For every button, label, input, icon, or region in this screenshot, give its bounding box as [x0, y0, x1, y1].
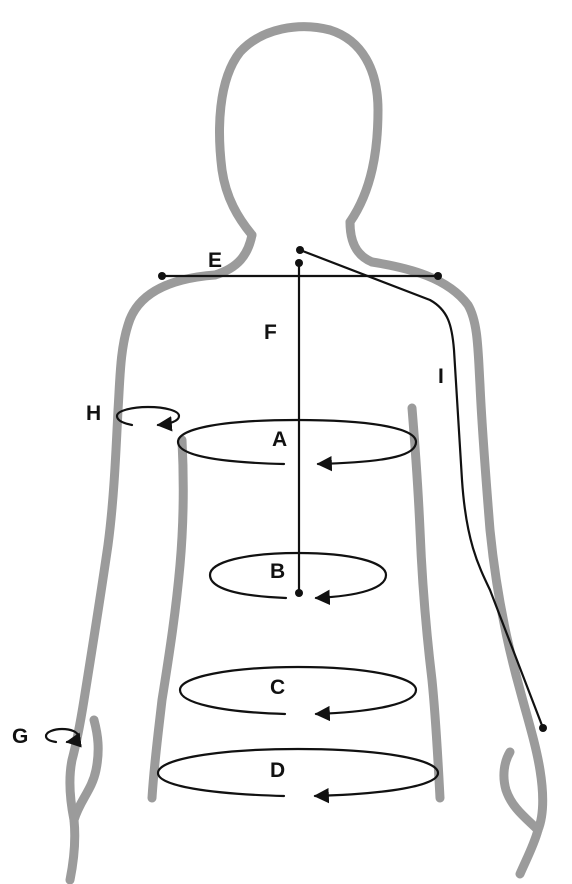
right-hand-outline [504, 752, 538, 830]
label-f: F [264, 321, 277, 344]
label-a: A [272, 428, 287, 451]
right-inner-arm [412, 408, 440, 798]
label-b: B [270, 560, 285, 583]
upper-arm-loop [117, 407, 179, 425]
chest-loop [178, 420, 416, 464]
wrist-measure: G [12, 725, 78, 748]
label-c: C [270, 676, 285, 699]
label-g: G [12, 725, 28, 748]
head-outline [220, 27, 378, 235]
left-inner-arm [152, 440, 183, 798]
shoulder-left-point [158, 272, 166, 280]
upper-arm-measure: H [86, 402, 179, 425]
upper-hip-measure: C [180, 667, 416, 714]
back-length-bottom-point [295, 589, 303, 597]
arm-length-start-point [296, 246, 304, 254]
right-side-outline [372, 262, 543, 874]
label-d: D [270, 759, 285, 782]
body-silhouette [70, 27, 543, 880]
label-i: I [438, 365, 444, 388]
arm-length-end-point [539, 724, 547, 732]
lower-hip-measure: D [158, 749, 438, 796]
back-length-top-point [295, 259, 303, 267]
label-h: H [86, 402, 101, 425]
shoulder-right-point [434, 272, 442, 280]
upper-hip-loop [180, 667, 416, 714]
neck-right [350, 222, 372, 262]
label-e: E [208, 249, 222, 272]
chest-measure: A [178, 420, 416, 464]
lower-hip-loop [158, 749, 438, 796]
